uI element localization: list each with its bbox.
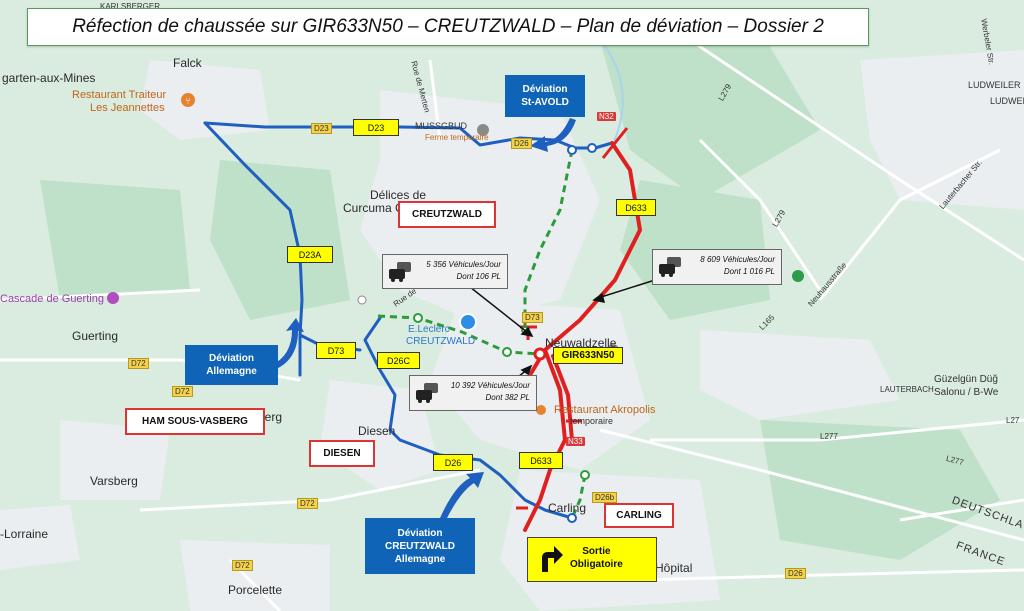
minor-roads (0, 38, 1024, 611)
road-tag-d26c: D26C (377, 352, 420, 369)
place-creutzwald-map: CREUTZWALD (406, 336, 476, 347)
deviation-box-allemagne: Déviation Allemagne (185, 345, 278, 385)
place-ludweiler: LUDWEILER (968, 80, 1021, 90)
place-carling-map: Carling (548, 501, 587, 515)
road-tag-d26: D26 (433, 454, 473, 471)
deviation-box-line: St-AVOLD (521, 97, 569, 108)
traffic-volume: 5 356 Véhicules/Jour (426, 260, 501, 269)
car-traffic-icon (389, 262, 411, 282)
road-code-d73: D73 (522, 312, 543, 323)
place-guerting: Guerting (72, 329, 119, 343)
road-code-d72d: D72 (232, 560, 253, 571)
poi-restaurant-traiteur: Restaurant Traiteur (72, 89, 167, 101)
deviation-box-line: Déviation (397, 527, 443, 539)
restaurant-icon: ⑂ (181, 93, 195, 107)
road-code-n32: N32 (597, 112, 616, 121)
road-code-d26-bottom: D26 (785, 568, 806, 579)
place-neuwaldzelle: Neuwaldzelle (545, 336, 617, 350)
deviation-box-line: CREUTZWALD (385, 540, 455, 552)
deviation-box-line: Allemagne (394, 553, 446, 565)
road-code-n33: N33 (566, 437, 585, 446)
poi-les-jeannettes: Les Jeannettes (90, 102, 165, 114)
road-code-d72c: D72 (297, 498, 318, 509)
sortie-line2: Obligatoire (570, 559, 623, 570)
turn-arrow-icon (542, 546, 563, 572)
deviation-arrows (272, 118, 576, 520)
place-eleclerc: E.Leclerc (408, 324, 450, 335)
deviation-box-st-avold: Déviation St-AVOLD (505, 75, 585, 117)
sortie-obligatoire-box: Sortie Obligatoire (527, 537, 657, 582)
sortie-line1: Sortie (582, 546, 611, 557)
local-route-green (377, 149, 587, 519)
place-porcelette: Porcelette (228, 583, 283, 597)
place-lauterbach: LAUTERBACH (880, 385, 934, 394)
place-ludw2: LUDWEI (990, 96, 1024, 106)
poi-cascade: Cascade de Guerting (0, 293, 104, 305)
deviation-box-creutzwald-allemagne: Déviation CREUTZWALD Allemagne (365, 518, 475, 574)
place-curcuma: Curcuma C (343, 201, 404, 215)
road-code-d72b: D72 (172, 386, 193, 397)
poi-akropolis: Restaurant Akropolis (554, 404, 656, 416)
place-box-carling: CARLING (604, 503, 674, 528)
road-tag-d73: D73 (316, 342, 356, 359)
car-traffic-icon (659, 257, 681, 277)
place-diesen-map: Diesen (358, 424, 396, 438)
traffic-volume: 8 609 Véhicules/Jour (700, 255, 775, 264)
place-karlsberg: KARLSBERGER (100, 2, 161, 11)
road-tag-d633-bottom: D633 (519, 452, 563, 469)
traffic-box-2: 8 609 Véhicules/Jour Dont 1 016 PL (652, 249, 782, 285)
water-line (599, 39, 624, 151)
place-hopital: Hôpital (655, 561, 693, 575)
road-code-d23: D23 (311, 123, 332, 134)
place-ferme: Ferme temporaire (425, 133, 489, 142)
road-code-l277a: L277 (820, 432, 838, 441)
place-box-diesen: DIESEN (309, 440, 375, 467)
traffic-box-3: 10 392 Véhicules/Jour Dont 382 PL (409, 375, 537, 411)
place-garten: garten-aux-Mines (2, 71, 96, 85)
place-delices: Délices de (370, 188, 427, 202)
place-temporaire: temporaire (570, 416, 614, 426)
road-code-l27: L27 (1006, 416, 1020, 425)
road-code-d72a: D72 (128, 358, 149, 369)
deviation-box-line: Allemagne (206, 366, 257, 377)
road-closure-marks (516, 127, 629, 510)
place-box-ham: HAM SOUS-VASBERG (125, 408, 265, 435)
page-title: Réfection de chaussée sur GIR633N50 – CR… (27, 8, 869, 46)
place-salonu: Salonu / B-We (934, 387, 999, 398)
road-code-d26b: D26b (592, 492, 618, 503)
road-code-d26: D26 (511, 138, 532, 149)
traffic-volume: 10 392 Véhicules/Jour (450, 381, 530, 390)
road-tag-d633-top: D633 (616, 199, 656, 216)
place-falck: Falck (173, 56, 202, 70)
deviation-box-line: Déviation (208, 353, 254, 364)
traffic-hgv: Dont 106 PL (456, 272, 501, 281)
road-tag-d23: D23 (353, 119, 399, 136)
place-varsberg: Varsberg (90, 474, 138, 488)
place-guzelgun: Güzelgün Düğ (934, 374, 998, 385)
traffic-hgv: Dont 382 PL (485, 393, 530, 402)
place-lorraine: -Lorraine (0, 527, 49, 541)
road-tag-gir633n50: GIR633N50 (553, 347, 623, 364)
road-tag-d23a: D23A (287, 246, 333, 263)
place-box-creutzwald: CREUTZWALD (398, 201, 496, 228)
place-mussgbud: MUSSGBUD (415, 121, 468, 131)
traffic-hgv: Dont 1 016 PL (723, 267, 775, 276)
car-traffic-icon (416, 383, 438, 403)
traffic-box-1: 5 356 Véhicules/Jour Dont 106 PL (382, 254, 508, 289)
deviation-box-line: Déviation (522, 84, 568, 95)
svg-text:⑂: ⑂ (185, 97, 190, 107)
